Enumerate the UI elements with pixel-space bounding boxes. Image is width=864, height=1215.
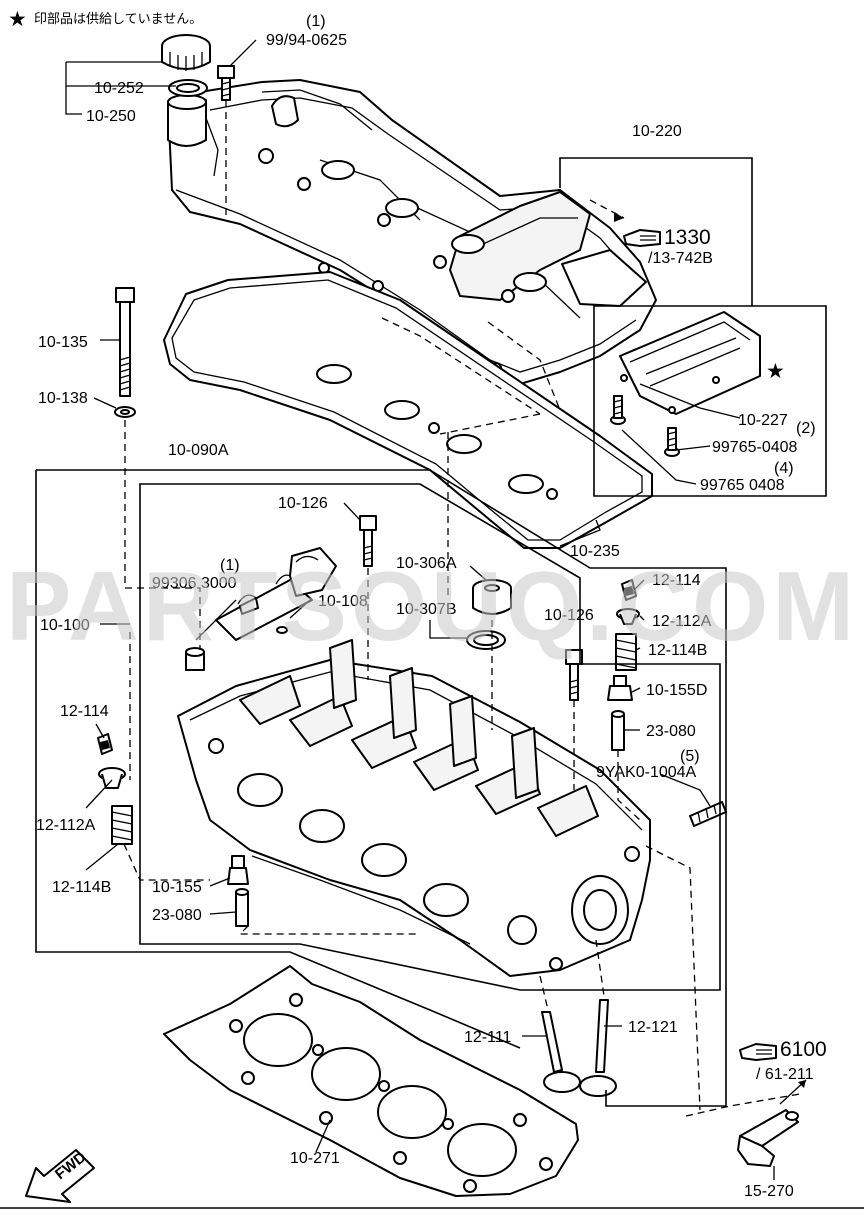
part-label: 10-155D [646, 682, 707, 699]
part-label: 12-114B [52, 879, 111, 896]
not-supplied-note: ★ 印部品は供給していません。 [8, 8, 202, 31]
part-label: 10-235 [570, 543, 620, 560]
qty-label: (5) [680, 748, 700, 765]
screw-99765-0408-a[interactable] [664, 427, 680, 457]
part-label: 10-307B [396, 601, 457, 618]
part-label: 99/94-0625 [266, 32, 347, 49]
cam-cap-bolt-10-126-b[interactable] [565, 649, 583, 701]
watermark: PARTSOUQ.COM [6, 551, 858, 661]
part-label: 12-111 [464, 1029, 512, 1046]
fwd-arrow-icon: FWD [25, 1149, 95, 1203]
oil-filler-cap[interactable] [161, 34, 211, 71]
part-label: 99306 3000 [152, 575, 237, 592]
ref-label: 6100 [780, 1038, 827, 1061]
cylinder-head[interactable] [177, 639, 651, 977]
part-label: 12-114 [60, 703, 109, 720]
note-text: 印部品は供給していません。 [34, 12, 202, 27]
plug-10-306a[interactable] [472, 579, 512, 615]
valve-seal-10-155[interactable] [227, 855, 249, 885]
valve-seal-10-155d[interactable] [607, 675, 633, 701]
part-label: 10-090A [168, 442, 229, 459]
part-label: 10-138 [38, 390, 88, 407]
part-label: 10-100 [40, 617, 90, 634]
bracket-box-10-227 [593, 305, 827, 497]
part-label: 10-220 [632, 123, 682, 140]
part-label: 10-252 [94, 80, 144, 97]
part-label: 10-155 [152, 879, 202, 896]
part-label: 12-121 [628, 1019, 678, 1036]
valve-retainer-12-112a-right[interactable] [616, 608, 640, 625]
part-label: 12-114 [652, 572, 701, 589]
part-label: 12-114B [648, 642, 707, 659]
part-label: 10-227 [738, 412, 788, 429]
cylinder-head-cover[interactable] [167, 79, 657, 385]
frame-10-090a [36, 469, 727, 1107]
head-gasket-10-271[interactable] [163, 965, 579, 1197]
intake-valve-12-111[interactable] [541, 1011, 581, 1093]
bolt-99-94-0625[interactable] [217, 65, 235, 101]
part-label: 23-080 [152, 907, 202, 924]
valve-spring-12-114b-right[interactable] [615, 633, 637, 671]
part-label: 10-135 [38, 334, 88, 351]
ref-hand-icon-6100 [739, 1043, 777, 1061]
ref-label: 1330 [664, 226, 711, 249]
qty-label: (1) [220, 557, 240, 574]
qty-label: (2) [796, 420, 816, 437]
valve-guide-23-080-right[interactable] [611, 710, 625, 751]
qty-label: (1) [306, 13, 326, 30]
head-bolt-washer-10-138[interactable] [114, 406, 136, 418]
water-fitting-15-270[interactable] [737, 1109, 799, 1167]
oil-filler-cap-seal[interactable] [168, 79, 208, 97]
part-label: 10-108 [318, 593, 368, 610]
part-label: 10-126 [278, 495, 328, 512]
ref-label: / 61-211 [756, 1066, 814, 1083]
valve-guide-23-080-left[interactable] [235, 888, 249, 927]
valve-keeper-12-114-right[interactable] [621, 579, 637, 601]
valve-retainer-12-112a-left[interactable] [98, 767, 126, 789]
part-label: 15-270 [744, 1183, 794, 1200]
star-marker-icon: ★ [766, 360, 785, 383]
part-label: 10-306A [396, 555, 457, 572]
cam-cap-bolt-10-126-a[interactable] [359, 515, 377, 567]
part-label: 9YAK0-1004A [596, 764, 697, 781]
part-label: 10-271 [290, 1150, 340, 1167]
star-icon: ★ [8, 8, 27, 31]
camshaft-cap-10-108[interactable] [215, 547, 337, 641]
screw-99765-0408-b[interactable] [610, 395, 626, 425]
part-label: 99765-0408 [712, 439, 798, 456]
exhaust-valve-12-121[interactable] [579, 999, 617, 1097]
head-cover-gasket[interactable] [163, 271, 653, 549]
shield-plate-10-227[interactable] [619, 311, 761, 415]
valve-keeper-12-114-left[interactable] [97, 733, 113, 755]
head-bolt-10-135[interactable] [115, 287, 135, 397]
ref-hand-icon-1330 [623, 229, 661, 247]
part-label: 10-126 [544, 607, 594, 624]
part-label: 10-250 [86, 108, 136, 125]
part-label: 99765 0408 [700, 477, 785, 494]
frame-10-100 [139, 483, 721, 991]
seal-10-307b[interactable] [466, 630, 506, 650]
part-label: 23-080 [646, 723, 696, 740]
valve-spring-12-114b-left[interactable] [111, 805, 133, 845]
qty-label: (4) [774, 460, 794, 477]
ref-label: /13-742B [648, 250, 713, 267]
part-label: 12-112A [36, 817, 96, 834]
part-label: 12-112A [652, 613, 712, 630]
